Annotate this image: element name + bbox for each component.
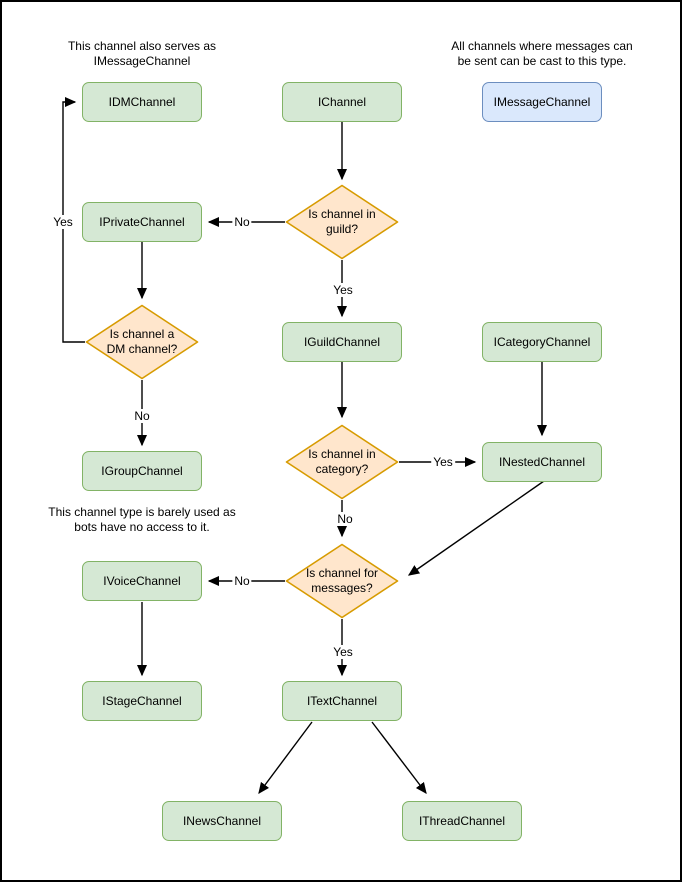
node-istagechannel: IStageChannel: [82, 681, 202, 721]
edge-label-category-yes: Yes: [431, 455, 455, 469]
edge-itextchannel-to-inewschannel: [258, 721, 313, 795]
diamond-shape: [285, 424, 399, 500]
edge-label-category-no: No: [335, 512, 355, 526]
node-icategorychannel: ICategoryChannel: [482, 322, 602, 362]
decision-label: Is channel a DM channel?: [106, 327, 178, 356]
annotation-message-note: All channels where messages can be sent …: [451, 39, 633, 68]
node-igroupchannel: IGroupChannel: [82, 451, 202, 491]
decision-label: Is channel in category?: [308, 447, 376, 476]
decision-is-channel-in-category: Is channel in category?: [285, 424, 399, 500]
edge-label-messages-no: No: [232, 574, 252, 588]
node-itextchannel: ITextChannel: [282, 681, 402, 721]
node-inewschannel: INewsChannel: [162, 801, 282, 841]
edge-label-dm-no: No: [132, 409, 152, 423]
node-ichannel: IChannel: [282, 82, 402, 122]
diamond-shape: [285, 543, 399, 619]
decision-label: Is channel for messages?: [305, 566, 379, 595]
node-idmchannel: IDMChannel: [82, 82, 202, 122]
node-ithreadchannel: IThreadChannel: [402, 801, 522, 841]
edge-label-dm-yes: Yes: [51, 215, 75, 229]
decision-is-channel-for-messages: Is channel for messages?: [285, 543, 399, 619]
annotation-dm-note: This channel also serves as IMessageChan…: [67, 39, 217, 68]
annotation-group-note: This channel type is barely used as bots…: [48, 505, 236, 534]
node-inestedchannel: INestedChannel: [482, 442, 602, 482]
diamond-shape: [85, 304, 199, 380]
node-iprivatechannel: IPrivateChannel: [82, 202, 202, 242]
decision-is-channel-a-dm: Is channel a DM channel?: [85, 304, 199, 380]
node-ivoicechannel: IVoiceChannel: [82, 561, 202, 601]
node-imessagechannel: IMessageChannel: [482, 82, 602, 122]
diamond-shape: [285, 184, 399, 260]
decision-label: Is channel in guild?: [308, 207, 376, 236]
edge-label-guild-yes: Yes: [331, 283, 355, 297]
edge-itextchannel-to-ithreadchannel: [371, 721, 427, 795]
edge-inestedchannel-to-formessages-decision: [407, 480, 545, 576]
edge-label-guild-no: No: [232, 215, 252, 229]
node-iguildchannel: IGuildChannel: [282, 322, 402, 362]
decision-is-channel-in-guild: Is channel in guild?: [285, 184, 399, 260]
edge-label-messages-yes: Yes: [331, 645, 355, 659]
